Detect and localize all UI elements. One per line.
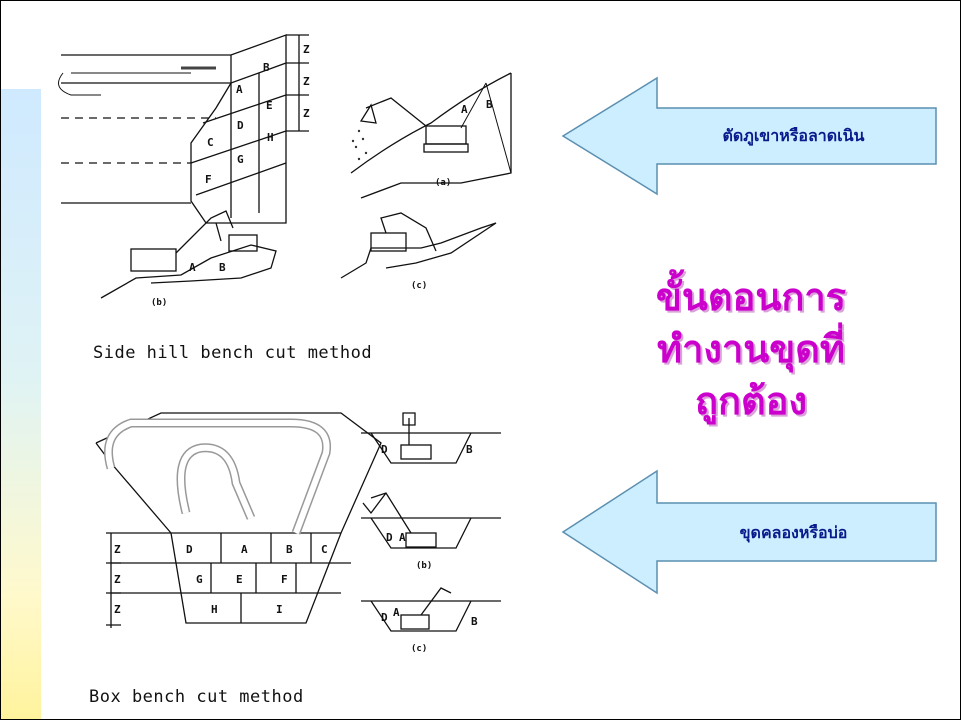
label-box-d: D	[186, 543, 193, 556]
title-line-1: ขั้นตอนการ	[655, 274, 847, 319]
label-box-z3: Z	[114, 603, 121, 616]
label-top-fig-a: (a)	[435, 178, 451, 188]
label-trench1-d: D	[381, 443, 388, 456]
label-mid-b: B	[219, 261, 226, 274]
caption-side-hill: Side hill bench cut method	[93, 343, 373, 363]
arrow-label-box-bench: ขุดคลองหรือบ่อ	[739, 523, 848, 542]
label-trench3-a: A	[393, 606, 400, 619]
label-top-a-right: A	[461, 103, 468, 116]
label-top-b-right: B	[486, 98, 493, 111]
label-box-z1: Z	[114, 543, 121, 556]
label-top-b: B	[263, 61, 270, 74]
slide-title: ขั้นตอนการ ทำงานขุดที่ ถูกต้อง	[601, 271, 901, 427]
arrow-box-bench: ขุดคลองหรือบ่อ	[561, 469, 939, 595]
label-trench3-b: B	[471, 615, 478, 628]
label-box-h: H	[211, 603, 218, 616]
label-top-z2: Z	[303, 75, 310, 88]
label-box-c: C	[321, 543, 328, 556]
label-mid-fig-b: (b)	[151, 298, 167, 308]
label-top-z3: Z	[303, 107, 310, 120]
label-trench2-fig-b: (b)	[416, 561, 432, 571]
label-top-d: D	[237, 119, 244, 132]
label-trench2-d: D	[386, 531, 393, 544]
label-box-a: A	[241, 543, 248, 556]
left-arrow-shape-bottom	[561, 469, 937, 595]
excavation-diagrams: B A E D H C G F Z Z Z A B (a) A B (b) (c…	[58, 34, 512, 654]
label-box-g: G	[196, 573, 203, 586]
label-mid-a: A	[189, 261, 196, 274]
label-box-b: B	[286, 543, 293, 556]
label-trench3-d: D	[381, 611, 388, 624]
excavation-figure: B A E D H C G F Z Z Z A B (a) A B (b) (c…	[41, 13, 546, 719]
title-line-2: ทำงานขุดที่	[657, 326, 845, 371]
label-top-e: E	[266, 99, 273, 112]
label-box-z2: Z	[114, 573, 121, 586]
arrow-label-side-hill: ตัดภูเขาหรือลาดเนิน	[722, 126, 865, 145]
label-top-f: F	[205, 173, 212, 186]
label-trench2-a: A	[399, 531, 406, 544]
label-top-z1: Z	[303, 43, 310, 56]
label-box-i: I	[276, 603, 283, 616]
label-box-f: F	[281, 573, 288, 586]
label-box-e: E	[236, 573, 243, 586]
label-trench1-b: B	[466, 443, 473, 456]
title-line-3: ถูกต้อง	[694, 378, 808, 423]
left-arrow-shape-top	[561, 76, 937, 196]
arrow-side-hill: ตัดภูเขาหรือลาดเนิน	[561, 76, 939, 196]
label-top-a: A	[236, 83, 243, 96]
label-trench3-fig-c: (c)	[411, 644, 427, 654]
caption-box-bench: Box bench cut method	[89, 687, 304, 707]
label-mid-fig-c: (c)	[411, 281, 427, 291]
label-top-c: C	[207, 136, 214, 149]
label-top-g: G	[237, 153, 244, 166]
label-top-h: H	[267, 131, 274, 144]
